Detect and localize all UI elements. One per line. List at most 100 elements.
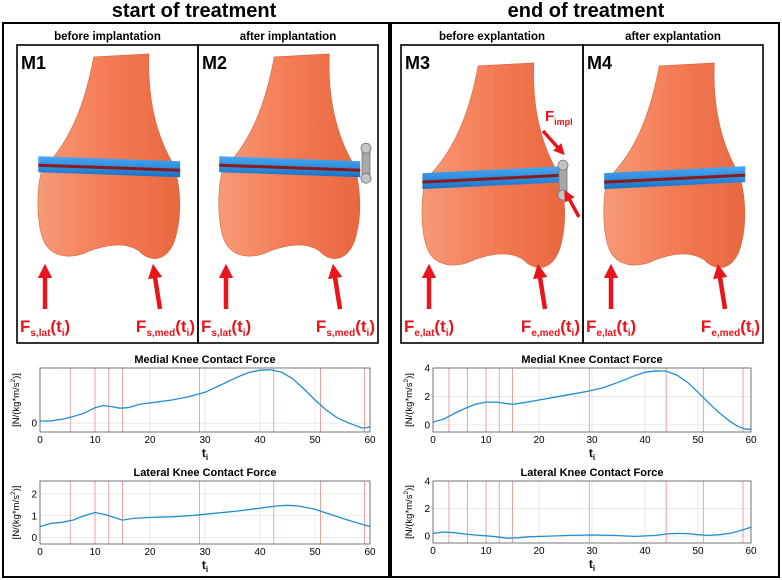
x-tick-label: 0: [37, 435, 43, 446]
x-tick-label: 10: [89, 547, 101, 558]
implant-screw-bottom: [557, 189, 569, 201]
x-tick-label: 60: [745, 546, 757, 557]
x-axis-label: ti: [202, 558, 208, 574]
chart-3: Medial Knee Contact Force 0 10 20 30 40 50 60 0 2…: [403, 354, 757, 462]
y-tick-label: 4: [424, 477, 430, 488]
chart-title: Lateral Knee Contact Force: [133, 467, 276, 479]
implant-plate: [557, 159, 569, 201]
lateral-force-label: Fs,lat(ti): [20, 317, 70, 339]
medial-force-arrow: [533, 263, 548, 310]
femur-bone-model: [421, 62, 565, 268]
panel-caption: after explantation: [625, 31, 721, 43]
header-end: end of treatment: [508, 0, 665, 22]
growth-plate-line: [422, 173, 566, 184]
y-tick-label: 0: [31, 533, 37, 544]
growth-plate-line: [219, 163, 361, 172]
x-tick-label: 20: [533, 546, 545, 557]
y-tick-label: 1: [31, 511, 37, 522]
medial-force-label: Fs,med(ti): [316, 317, 375, 339]
y-axis-label: [N/(kg*m/s2)]: [403, 373, 415, 427]
right-group-frame: [390, 22, 780, 578]
y-tick-label: 2: [31, 490, 37, 501]
y-axis-label: [N/(kg*m/s2)]: [10, 486, 22, 540]
chart-title: Medial Knee Contact Force: [134, 354, 275, 366]
medial-force-label: Fs,med(ti): [136, 317, 195, 339]
panel-id: M4: [587, 53, 612, 73]
panel-id: M3: [405, 53, 430, 73]
lateral-force-label: Fe,lat(ti): [586, 317, 636, 339]
left-group-frame: [2, 22, 390, 578]
x-tick-label: 60: [364, 435, 376, 446]
chart-title: Medial Knee Contact Force: [521, 354, 662, 366]
force-curve: [432, 370, 751, 430]
medial-force-label: Fe,med(ti): [701, 317, 760, 339]
x-tick-label: 50: [692, 435, 704, 446]
header-start: start of treatment: [112, 0, 277, 22]
y-tick-label: 0: [424, 532, 430, 543]
x-tick-label: 40: [254, 435, 266, 446]
x-tick-label: 0: [37, 547, 43, 558]
x-tick-label: 20: [144, 547, 156, 558]
panel-caption: before implantation: [54, 31, 161, 43]
force-curve: [432, 526, 752, 539]
x-tick-label: 30: [199, 435, 211, 446]
x-tick-label: 10: [480, 435, 492, 446]
growth-plate-line: [38, 163, 181, 172]
implant-screw-bottom: [360, 172, 372, 184]
chart-frame: [39, 480, 371, 545]
force-curve: [39, 504, 371, 528]
implant-force-label: Fimpl: [545, 108, 573, 127]
x-tick-label: 0: [430, 546, 436, 557]
x-tick-label: 40: [639, 435, 651, 446]
panel-caption: after implantation: [240, 31, 336, 43]
x-tick-label: 40: [639, 546, 651, 557]
lateral-force-label: Fe,lat(ti): [404, 317, 454, 339]
femur-bone-model: [37, 53, 180, 259]
panel-id: M1: [21, 53, 46, 73]
panel-frame: [197, 44, 379, 344]
implant-force-arrow-bottom: [564, 190, 581, 218]
x-axis-label: ti: [589, 446, 595, 462]
x-tick-label: 50: [309, 547, 321, 558]
femur-bone-model: [603, 62, 746, 268]
x-tick-label: 0: [430, 435, 436, 446]
lateral-force-label: Fs,lat(ti): [201, 317, 251, 339]
panel-caption: before explantation: [439, 31, 545, 43]
chart-frame: [432, 367, 752, 433]
panel-frame: [582, 44, 764, 344]
y-tick-label: 0: [424, 420, 430, 431]
y-tick-label: 4: [424, 364, 430, 375]
femur-bone-model: [218, 53, 361, 259]
medial-force-label: Fe,med(ti): [521, 317, 580, 339]
chart-frame: [432, 480, 752, 544]
chart-4: Lateral Knee Contact Force 0 10 20 30 40 50 60 0…: [403, 467, 757, 573]
force-curve: [40, 369, 371, 429]
x-tick-label: 30: [586, 435, 598, 446]
y-tick-label: 2: [424, 392, 430, 403]
x-tick-label: 10: [480, 546, 492, 557]
y-axis-label: [N/(kg*m/s2)]: [403, 485, 415, 539]
x-axis-label: ti: [589, 557, 595, 573]
x-tick-label: 10: [89, 435, 101, 446]
panel-id: M2: [202, 53, 227, 73]
x-tick-label: 30: [586, 546, 598, 557]
x-tick-label: 20: [533, 435, 545, 446]
chart-title: Lateral Knee Contact Force: [520, 467, 663, 479]
growth-plate-line: [604, 173, 746, 184]
x-tick-label: 60: [364, 547, 376, 558]
y-tick-label: 0: [31, 419, 37, 430]
implant-plate: [360, 142, 372, 184]
x-tick-label: 40: [254, 547, 266, 558]
x-tick-label: 50: [692, 546, 704, 557]
implant-force-arrow-top: [541, 129, 565, 156]
x-tick-label: 60: [745, 435, 757, 446]
